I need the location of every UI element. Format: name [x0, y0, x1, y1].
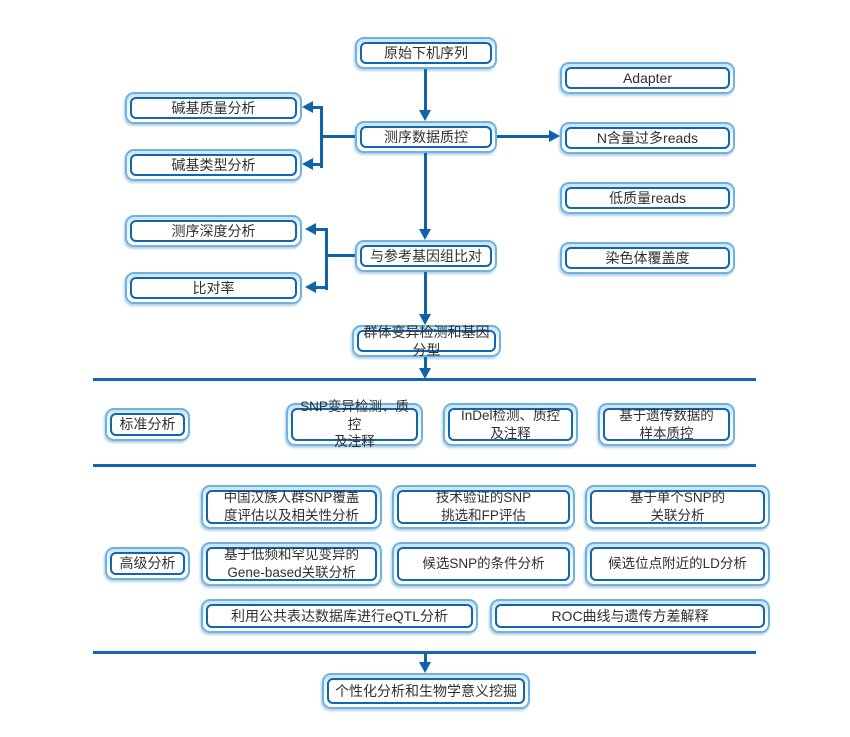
node-base-quality: 碱基质量分析 — [125, 92, 302, 124]
node-genome-alignment: 与参考基因组比对 — [355, 240, 497, 272]
node-gene-based-association-label: 基于低频和罕见变异的 Gene-based关联分析 — [206, 547, 377, 581]
label-advanced-analysis-text: 高级分析 — [110, 552, 185, 575]
node-han-snp-coverage-label: 中国汉族人群SNP覆盖 度评估以及相关性分析 — [206, 490, 377, 524]
node-single-snp-association-label: 基于单个SNP的 关联分析 — [590, 490, 765, 524]
node-roc-curve: ROC曲线与遗传方差解释 — [490, 599, 770, 633]
node-sample-qc-label: 基于遗传数据的 样本质控 — [603, 408, 730, 441]
node-variant-genotyping: 群体变异检测和基因分型 — [352, 324, 501, 358]
node-base-quality-label: 碱基质量分析 — [130, 97, 297, 119]
node-indel-detection: InDel检测、质控 及注释 — [443, 403, 578, 446]
node-sequencing-qc-label: 测序数据质控 — [360, 126, 492, 148]
connector-align-branch-stub — [325, 254, 355, 257]
node-adapter: Adapter — [560, 62, 735, 94]
node-validated-snp: 技术验证的SNP 挑选和FP评估 — [392, 485, 575, 529]
node-roc-curve-label: ROC曲线与遗传方差解释 — [495, 604, 765, 628]
section-divider-3 — [93, 651, 756, 654]
node-mapping-rate: 比对率 — [125, 272, 302, 304]
node-snp-detection-label: SNP变异检测、质控 及注释 — [291, 399, 418, 449]
connector-to-mapping-rate — [314, 286, 327, 289]
node-raw-sequence-label: 原始下机序列 — [360, 42, 492, 64]
node-adapter-label: Adapter — [565, 67, 730, 89]
node-base-type: 碱基类型分析 — [125, 149, 302, 181]
node-ld-analysis-label: 候选位点附近的LD分析 — [590, 547, 765, 581]
node-eqtl-analysis: 利用公共表达数据库进行eQTL分析 — [201, 599, 478, 633]
connector-section-to-final — [424, 654, 427, 664]
arrowhead-left-icon — [305, 281, 316, 293]
connector-align-to-genotyping — [424, 272, 427, 316]
node-mapping-rate-label: 比对率 — [130, 277, 297, 299]
node-base-type-label: 碱基类型分析 — [130, 154, 297, 176]
node-genome-alignment-label: 与参考基因组比对 — [360, 245, 492, 267]
node-han-snp-coverage: 中国汉族人群SNP覆盖 度评估以及相关性分析 — [201, 485, 382, 529]
node-low-quality-reads-label: 低质量reads — [565, 187, 730, 209]
arrowhead-right-icon — [549, 130, 560, 142]
arrowhead-down-icon — [419, 368, 431, 379]
node-gene-based-association: 基于低频和罕见变异的 Gene-based关联分析 — [201, 542, 382, 586]
node-personalized-analysis: 个性化分析和生物学意义挖掘 — [322, 673, 530, 709]
node-variant-genotyping-label: 群体变异检测和基因分型 — [357, 324, 496, 358]
node-chromosome-coverage-label: 染色体覆盖度 — [565, 247, 730, 269]
node-sequencing-qc: 测序数据质控 — [355, 121, 497, 153]
label-standard-analysis-text: 标准分析 — [110, 413, 185, 436]
node-chromosome-coverage: 染色体覆盖度 — [560, 242, 735, 274]
node-conditional-analysis-label: 候选SNP的条件分析 — [397, 547, 570, 581]
section-divider-2 — [93, 464, 756, 467]
node-low-quality-reads: 低质量reads — [560, 182, 735, 214]
connector-to-depth — [314, 228, 327, 231]
connector-qc-to-n-reads — [497, 135, 550, 138]
node-conditional-analysis: 候选SNP的条件分析 — [392, 542, 575, 586]
label-advanced-analysis: 高级分析 — [105, 547, 190, 580]
arrowhead-down-icon — [419, 110, 431, 121]
connector-align-branch-vertical — [325, 228, 328, 290]
node-indel-detection-label: InDel检测、质控 及注释 — [448, 408, 573, 441]
connector-qc-branch-stub — [322, 135, 355, 138]
arrowhead-down-icon — [419, 314, 431, 325]
node-n-reads-label: N含量过多reads — [565, 127, 730, 149]
node-validated-snp-label: 技术验证的SNP 挑选和FP评估 — [397, 490, 570, 524]
arrowhead-left-icon — [305, 223, 316, 235]
node-personalized-analysis-label: 个性化分析和生物学意义挖掘 — [327, 678, 525, 704]
node-depth-analysis: 测序深度分析 — [125, 215, 302, 247]
connector-raw-to-qc — [424, 69, 427, 112]
connector-qc-branch-vertical — [320, 106, 323, 168]
node-snp-detection: SNP变异检测、质控 及注释 — [286, 399, 423, 449]
node-n-reads: N含量过多reads — [560, 122, 735, 154]
arrowhead-down-icon — [419, 662, 431, 673]
arrowhead-left-icon — [302, 158, 313, 170]
node-depth-analysis-label: 测序深度分析 — [130, 220, 297, 242]
node-single-snp-association: 基于单个SNP的 关联分析 — [585, 485, 770, 529]
node-ld-analysis: 候选位点附近的LD分析 — [585, 542, 770, 586]
node-eqtl-analysis-label: 利用公共表达数据库进行eQTL分析 — [206, 604, 473, 628]
label-standard-analysis: 标准分析 — [105, 408, 190, 441]
section-divider-1 — [93, 378, 756, 381]
connector-qc-to-align — [424, 153, 427, 231]
connector-to-base-type — [311, 163, 323, 166]
connector-genotyping-to-section — [424, 357, 427, 370]
node-sample-qc: 基于遗传数据的 样本质控 — [598, 403, 735, 446]
connector-to-base-quality — [311, 106, 323, 109]
arrowhead-left-icon — [302, 101, 313, 113]
arrowhead-down-icon — [419, 229, 431, 240]
node-raw-sequence: 原始下机序列 — [355, 37, 497, 69]
